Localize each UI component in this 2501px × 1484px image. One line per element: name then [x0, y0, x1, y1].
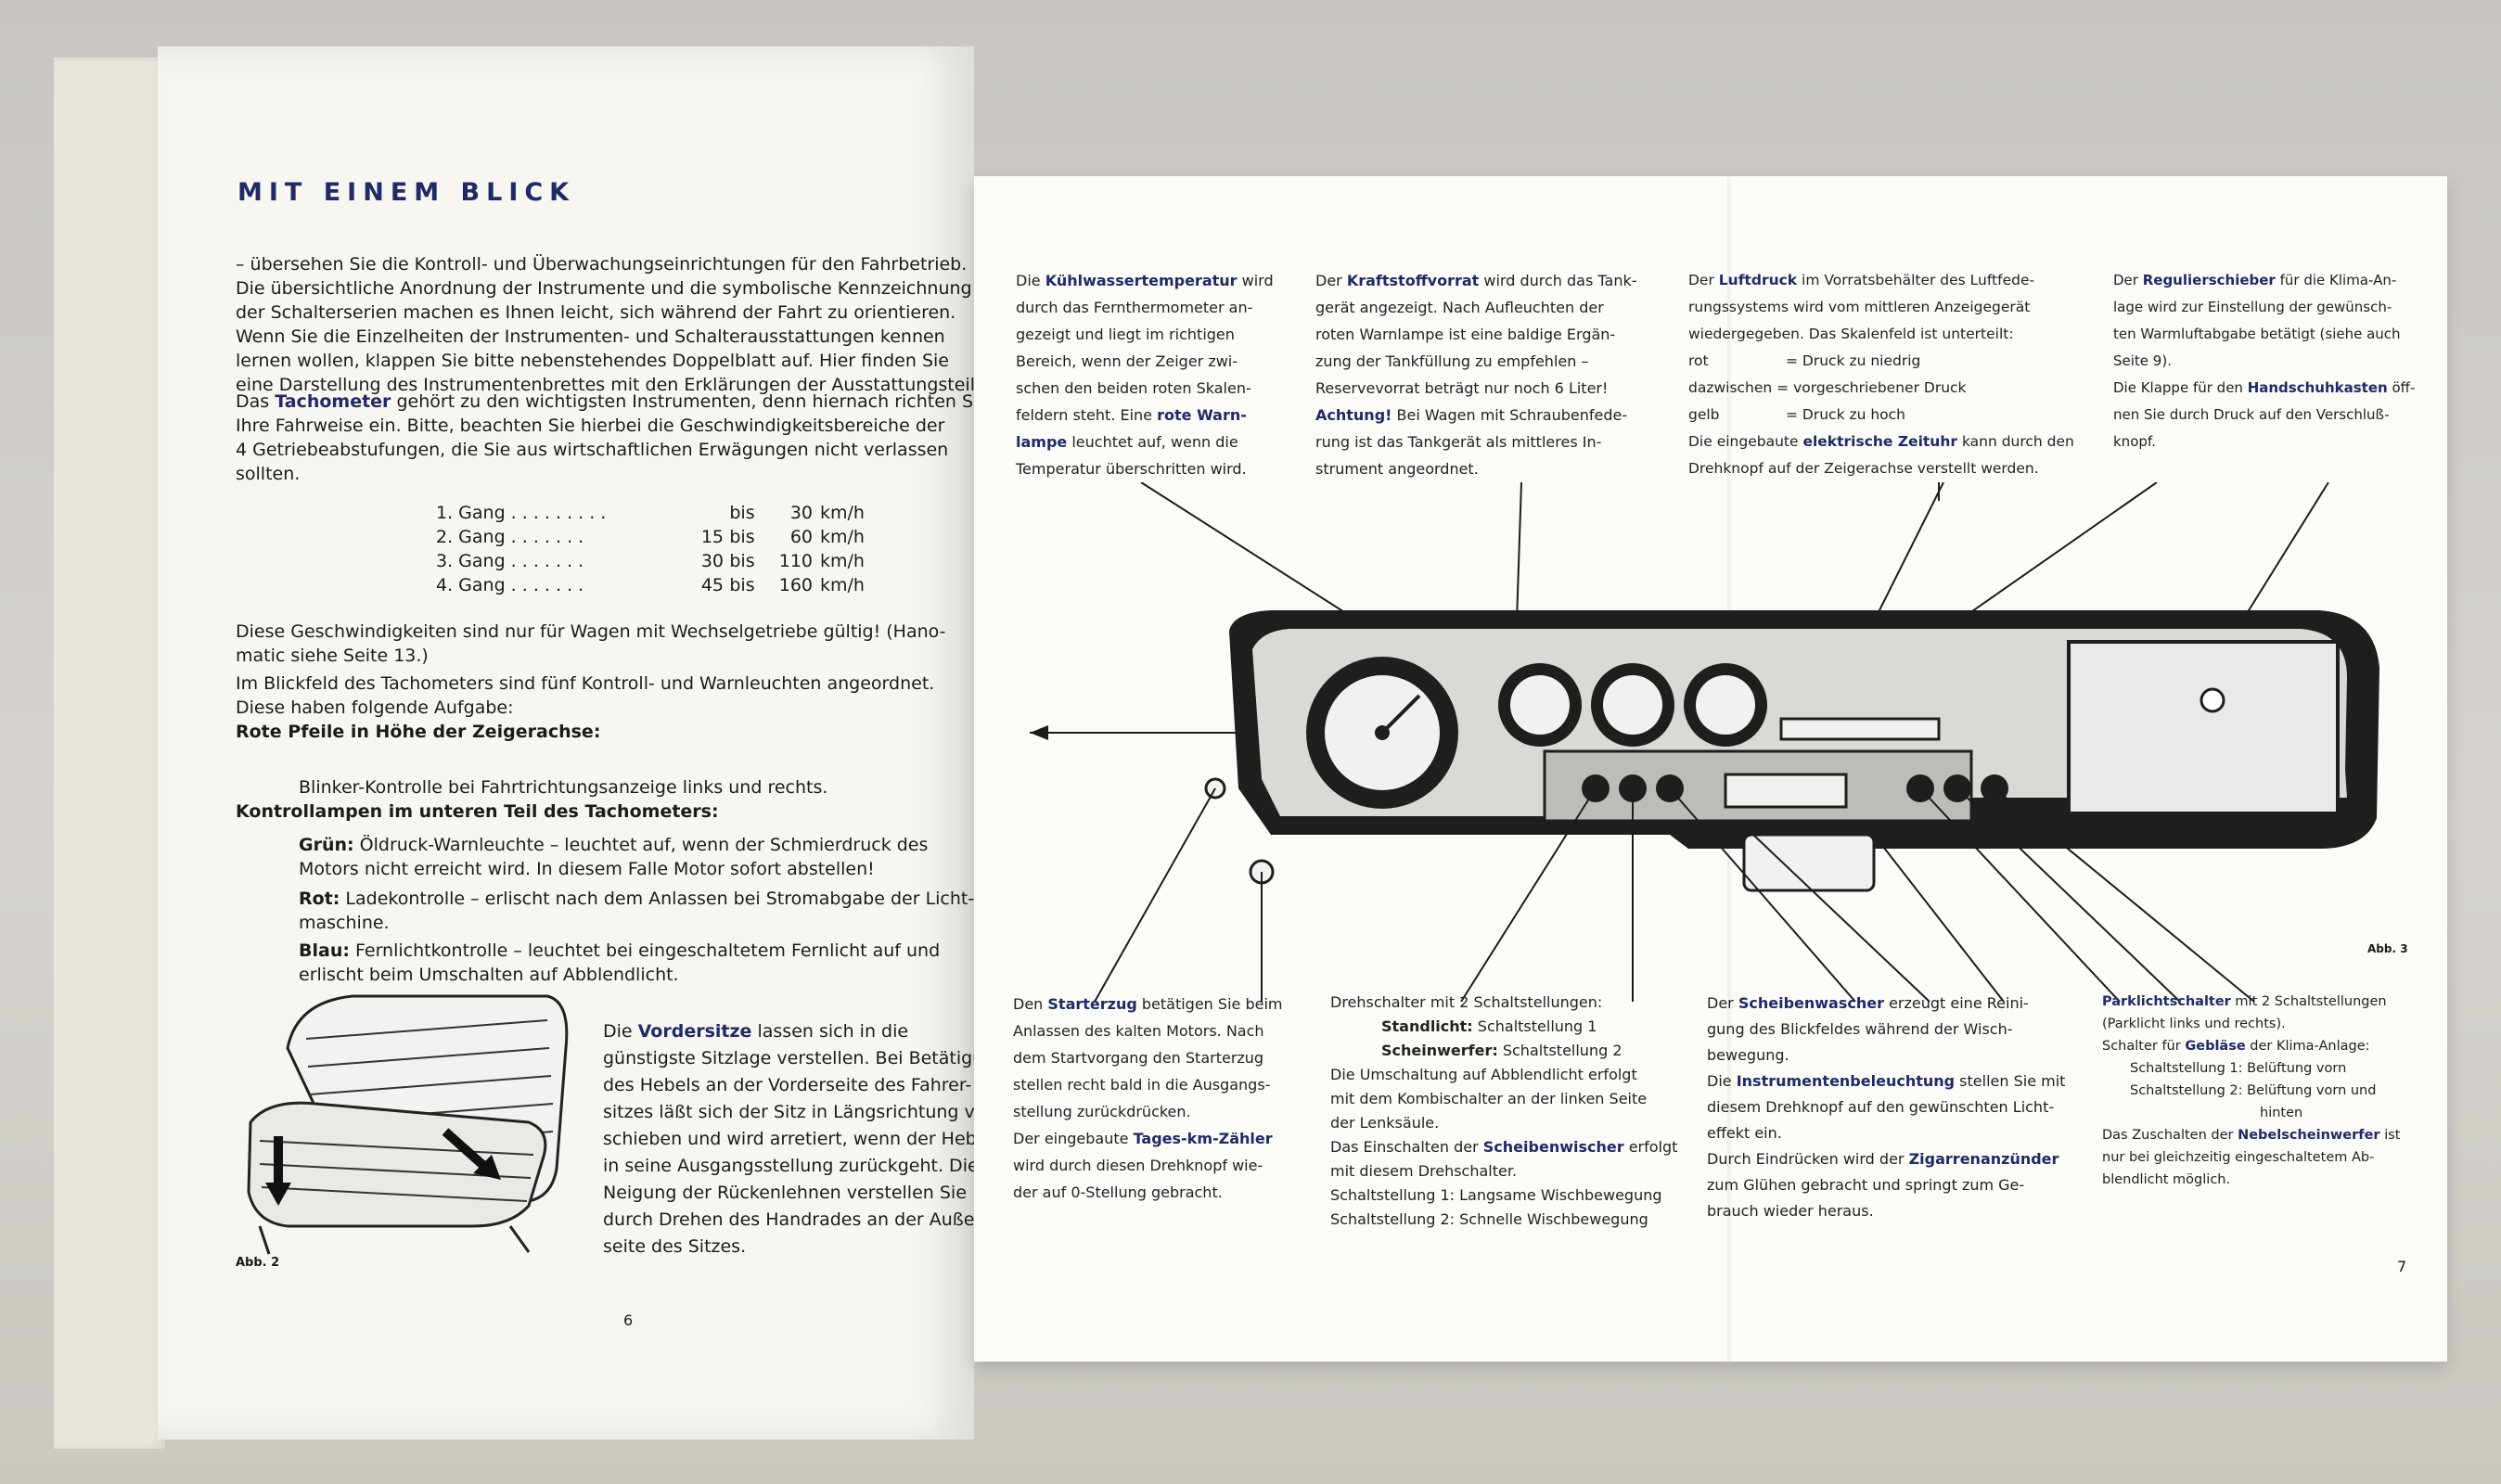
climate-slider [1779, 717, 1941, 741]
text-coolant-temperature: Die Kühlwassertemperatur wird durch das … [1016, 272, 1274, 478]
arrow-left-icon [1030, 725, 1048, 740]
book-spine [54, 58, 165, 1449]
details-paragraph: Wenn Sie die Einzelheiten der Instrument… [236, 326, 992, 395]
intro-paragraph: – übersehen Sie die Kontroll- und Überwa… [236, 254, 972, 323]
figure-caption-2: Abb. 2 [236, 1256, 280, 1270]
ashtray [1742, 833, 1876, 892]
text-park-light: Parklichtschalter mit 2 Schaltstellungen… [2102, 994, 2401, 1187]
seat-illustration [247, 994, 569, 1255]
text-fuel-level: Der Kraftstoffvorrat wird durch das Tank… [1315, 272, 1637, 478]
page-number-right: 7 [2397, 1258, 2407, 1275]
subheading-red-arrows: Rote Pfeile in Höhe der Zeigerachse: [236, 722, 601, 742]
subheading-control-lamps: Kontrollampen im unteren Teil des Tachom… [236, 801, 719, 822]
text-light-switch: Drehschalter mit 2 Schaltstellungen: Sta… [1330, 993, 1678, 1228]
keyword-tachometer: Tachometer [275, 391, 391, 412]
glovebox-lock-icon [2200, 687, 2225, 713]
figure-caption-3: Abb. 3 [2367, 942, 2408, 955]
text-starter: Den Starterzug betätigen Sie beim Anlass… [1013, 995, 1283, 1201]
green-lamp-note: Grün: Öldruck-Warnleuchte – leuchtet auf… [299, 835, 929, 879]
speeds-note: Diese Geschwindigkeiten sind nur für Wag… [236, 621, 946, 666]
red-lamp-note: Rot: Ladekontrolle – erlischt nach dem A… [299, 889, 975, 933]
radio-panel [1724, 773, 1848, 809]
blue-lamp-note: Blau: Fernlichtkontrolle – leuchtet bei … [299, 940, 941, 985]
page-heading: MIT EINEM BLICK [237, 178, 576, 207]
blinker-note: Blinker-Kontrolle bei Fahrtrichtungsanze… [299, 777, 828, 798]
dashboard-illustration [1030, 482, 2379, 1002]
text-air-pressure: Der Luftdruck im Vorratsbehälter des Luf… [1688, 272, 2074, 477]
page-number-left: 6 [623, 1311, 634, 1329]
glovebox-lid [2067, 640, 2340, 815]
tachometer-paragraph: Das Tachometer gehört zu den wichtigsten… [236, 391, 990, 484]
seat-paragraph: Die Vordersitze lassen sich in die günst… [603, 1021, 1007, 1257]
text-climate-slider: Der Regulierschieber für die Klima-An- l… [2113, 272, 2416, 450]
text-washer: Der Scheibenwascher erzeugt eine Reini- … [1707, 994, 2066, 1220]
keyword-vordersitze: Vordersitze [637, 1021, 752, 1042]
warning-lights-paragraph: Im Blickfeld des Tachometers sind fünf K… [236, 673, 935, 742]
